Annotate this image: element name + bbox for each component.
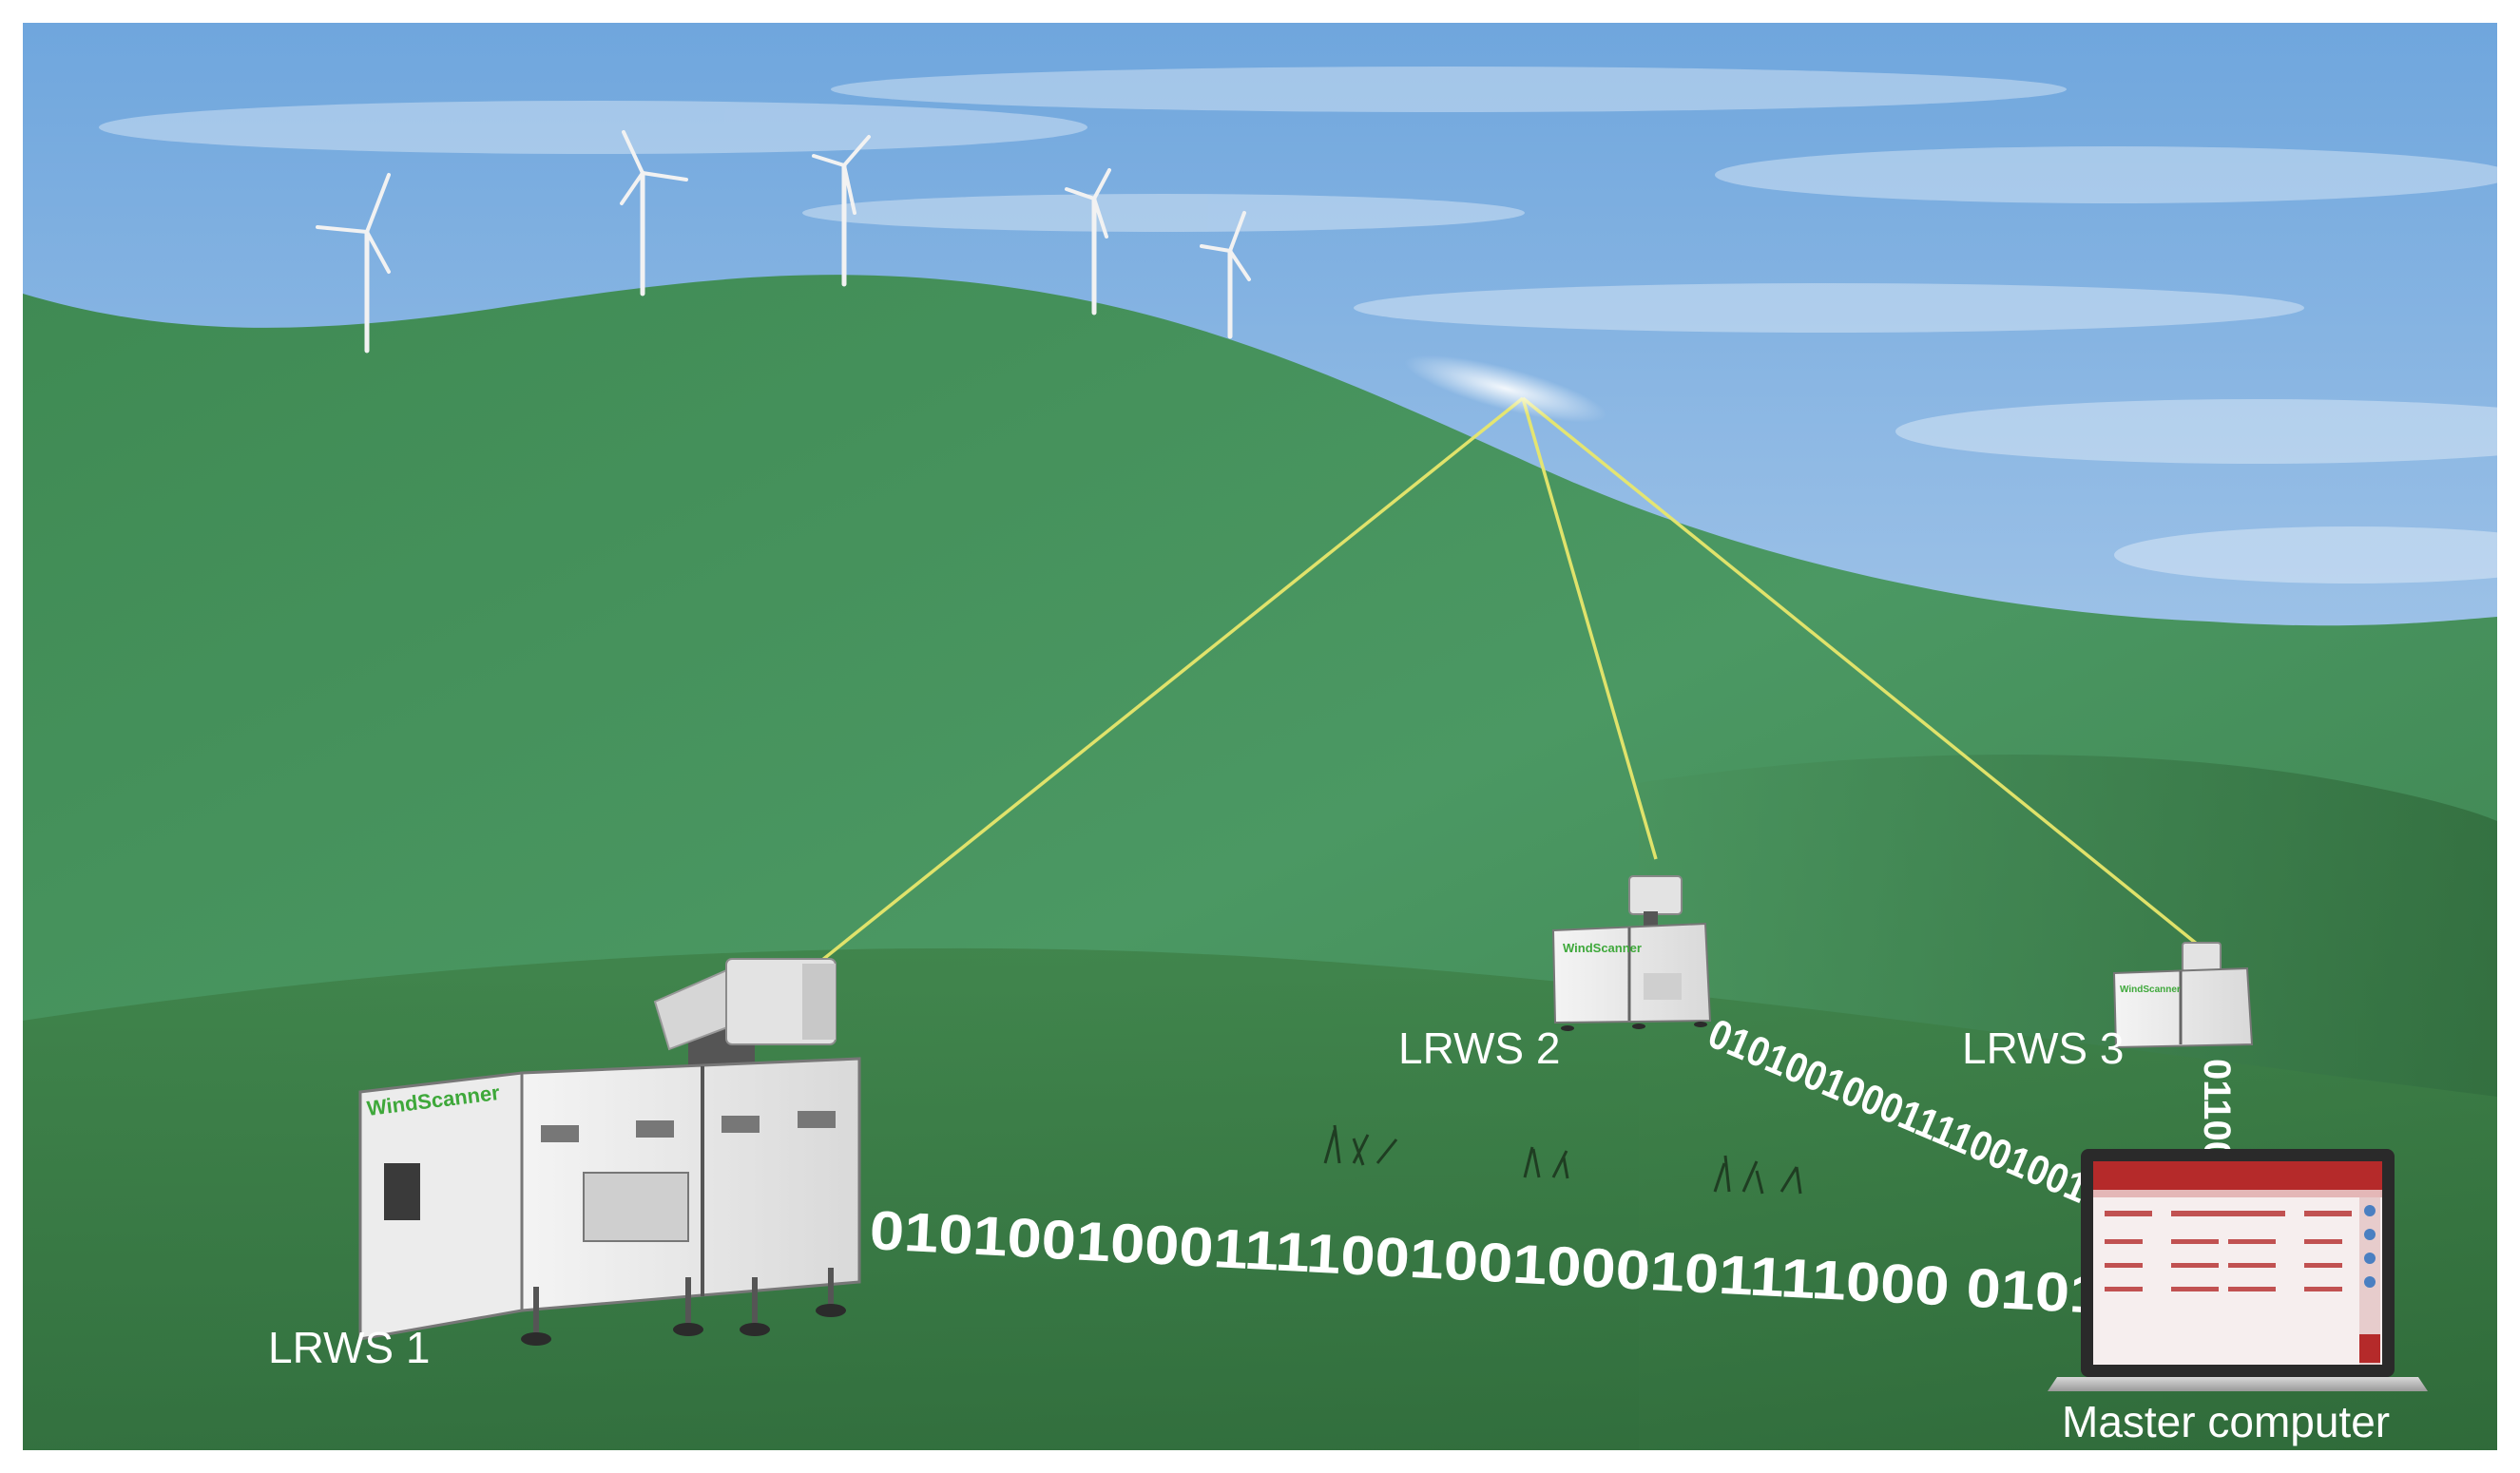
label-lrws2: LRWS 2 — [1398, 1023, 1560, 1073]
svg-text:WindScanner: WindScanner — [2120, 985, 2181, 995]
binary-stream-lrws3: 01100 — [2196, 1059, 2238, 1162]
label-master-computer: Master computer — [2062, 1397, 2390, 1446]
laptop-base — [2048, 1377, 2428, 1391]
diagram-scene: WindScanner WindScanner — [23, 23, 2497, 1450]
label-lrws3: LRWS 3 — [1962, 1023, 2124, 1073]
label-lrws1: LRWS 1 — [268, 1323, 430, 1372]
lrws2-case — [1553, 924, 1710, 1023]
lrws1-case-side — [522, 1059, 859, 1310]
svg-text:WindScanner: WindScanner — [1563, 941, 1642, 955]
master-computer — [2048, 1149, 2428, 1391]
lrws3-case — [2114, 968, 2252, 1047]
